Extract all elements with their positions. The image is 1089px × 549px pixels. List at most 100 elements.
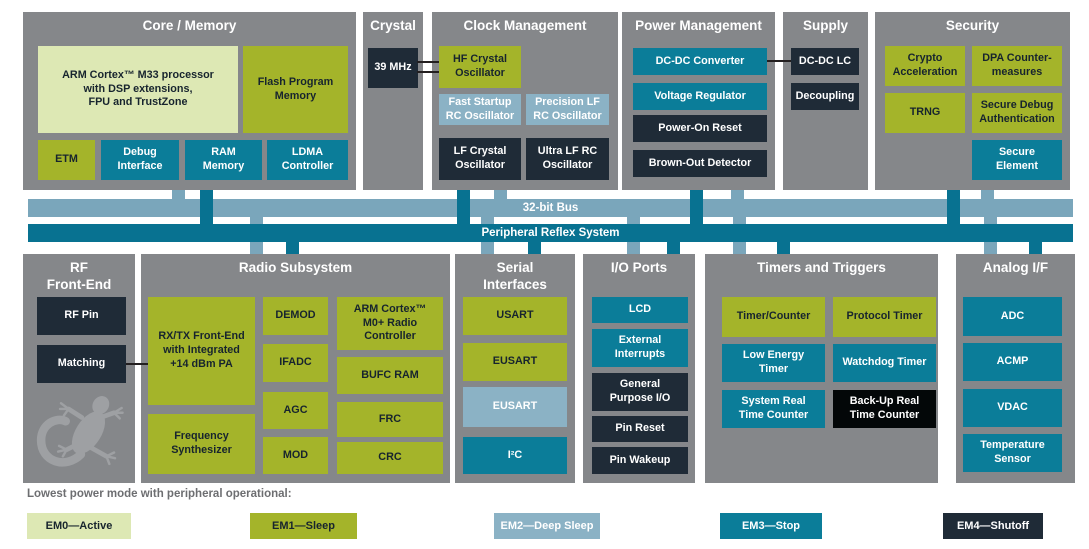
section-radio-subsystem: Radio Subsystem RX/TX Front-End with Int…: [141, 254, 450, 483]
block-label: 39 MHz: [374, 61, 412, 74]
section-supply: Supply DC-DC LC Decoupling: [783, 12, 868, 190]
bus-stub: [457, 190, 470, 235]
block-demod: DEMOD: [263, 297, 328, 335]
block-secure-debug-authentication: Secure Debug Authentication: [972, 93, 1062, 133]
block-label: I²C: [507, 448, 523, 461]
block-matching: Matching: [37, 345, 126, 383]
wire-crystal-hfxo: [417, 71, 439, 73]
section-title: Supply: [802, 18, 848, 33]
block-label: RX/TX Front-End with Integrated +14 dBm …: [158, 330, 245, 370]
block-usart: USART: [463, 297, 567, 335]
block-brown-out-detector: Brown-Out Detector: [633, 150, 767, 177]
bus-stub: [200, 190, 213, 235]
section-crystal: Crystal 39 MHz: [363, 12, 423, 190]
block-dcdc-converter: DC-DC Converter: [633, 48, 767, 75]
block-ldma-controller: LDMA Controller: [267, 140, 348, 180]
section-analog-if: Analog I/F ADC ACMP VDAC Temperature Sen…: [956, 254, 1075, 483]
block-temperature-sensor: Temperature Sensor: [963, 434, 1062, 472]
block-label: DPA Counter- measures: [982, 52, 1052, 78]
legend-chip-em0: EM0—Active: [27, 513, 131, 539]
block-pin-reset: Pin Reset: [592, 416, 688, 442]
block-eusart-em1: EUSART: [463, 343, 567, 381]
legend-chip-em3: EM3—Stop: [720, 513, 822, 539]
block-eusart-em2: EUSART: [463, 387, 567, 427]
legend-chip-label: EM1—Sleep: [272, 520, 335, 532]
block-rxtx-front-end: RX/TX Front-End with Integrated +14 dBm …: [148, 297, 255, 405]
block-label: Watchdog Timer: [842, 356, 927, 369]
bus-32bit-label: 32-bit Bus: [522, 202, 579, 214]
block-label: System Real Time Counter: [738, 395, 809, 421]
block-vdac: VDAC: [963, 389, 1062, 427]
block-label: Fast Startup RC Oscillator: [445, 95, 515, 122]
legend-chip-em2: EM2—Deep Sleep: [494, 513, 600, 539]
block-label: Decoupling: [795, 89, 855, 102]
block-dpa-countermeasures: DPA Counter- measures: [972, 46, 1062, 86]
gecko-logo: [36, 396, 124, 467]
bus-prs-label: Peripheral Reflex System: [481, 227, 620, 239]
block-adc: ADC: [963, 297, 1062, 336]
block-label: HF Crystal Oscillator: [452, 53, 507, 79]
block-decoupling: Decoupling: [791, 83, 859, 110]
block-frequency-synthesizer: Frequency Synthesizer: [148, 414, 255, 474]
section-power-management: Power Management DC-DC Converter Voltage…: [622, 12, 775, 190]
wire-matching-rxtx: [126, 363, 148, 365]
block-fast-startup-rc-oscillator: Fast Startup RC Oscillator: [439, 94, 521, 125]
bus-32bit: 32-bit Bus: [28, 199, 1073, 217]
block-label: FRC: [378, 412, 402, 425]
block-label: MOD: [282, 448, 309, 461]
block-label: Timer/Counter: [736, 310, 811, 323]
block-label: ARM Cortex™ M33 processor with DSP exten…: [62, 68, 214, 109]
block-label: USART: [496, 309, 534, 322]
block-label: DC-DC LC: [798, 54, 852, 67]
block-bufc-ram: BUFC RAM: [337, 357, 443, 394]
legend-chip-em4: EM4—Shutoff: [943, 513, 1043, 539]
block-label: CRC: [378, 451, 402, 464]
section-rf-front-end: RF Front-End RF Pin Matching: [23, 254, 135, 483]
bus-stub: [947, 190, 960, 235]
block-label: ETM: [55, 153, 78, 166]
bus-peripheral-reflex: Peripheral Reflex System: [28, 224, 1073, 242]
block-voltage-regulator: Voltage Regulator: [633, 83, 767, 110]
section-io-ports: I/O Ports LCD External Interrupts Genera…: [583, 254, 695, 483]
block-general-purpose-io: General Purpose I/O: [592, 373, 688, 411]
block-trng: TRNG: [885, 93, 965, 133]
block-rf-pin: RF Pin: [37, 297, 126, 335]
block-label: General Purpose I/O: [609, 378, 671, 404]
block-ifadc: IFADC: [263, 344, 328, 382]
block-secure-element: Secure Element: [972, 140, 1062, 180]
section-title: Crystal: [370, 18, 416, 33]
block-power-on-reset: Power-On Reset: [633, 115, 767, 142]
block-label: EUSART: [492, 400, 538, 413]
block-label: Frequency Synthesizer: [171, 430, 232, 456]
section-timers-and-triggers: Timers and Triggers Timer/Counter Protoc…: [705, 254, 938, 483]
bus-stub: [690, 190, 703, 235]
block-frc: FRC: [337, 402, 443, 437]
block-label: Back-Up Real Time Counter: [849, 395, 920, 421]
block-label: Voltage Regulator: [654, 89, 746, 102]
legend-chip-label: EM4—Shutoff: [956, 520, 1030, 532]
section-title: I/O Ports: [610, 260, 668, 275]
block-arm-cortex-m33: ARM Cortex™ M33 processor with DSP exten…: [38, 46, 238, 133]
legend-chip-em1: EM1—Sleep: [250, 513, 357, 539]
block-backup-real-time-counter: Back-Up Real Time Counter: [833, 390, 936, 428]
block-label: Low Energy Timer: [742, 349, 805, 375]
block-label: Crypto Acceleration: [892, 52, 958, 78]
block-label: TRNG: [909, 106, 941, 119]
block-label: Secure Element: [995, 146, 1038, 172]
block-label: Protocol Timer: [846, 310, 923, 323]
block-label: Temperature Sensor: [980, 439, 1045, 465]
block-label: External Interrupts: [614, 334, 666, 360]
section-title: Clock Management: [463, 18, 587, 33]
block-dcdc-lc: DC-DC LC: [791, 48, 859, 75]
block-precision-lf-rc-oscillator: Precision LF RC Oscillator: [526, 94, 609, 125]
wire-crystal-hfxo: [417, 61, 439, 63]
block-label: ACMP: [996, 355, 1029, 368]
block-label: DC-DC Converter: [655, 54, 745, 67]
wire-dcdc-lc: [767, 60, 791, 62]
block-i2c: I²C: [463, 437, 567, 474]
section-title: Radio Subsystem: [238, 260, 353, 275]
block-label: AGC: [283, 403, 308, 416]
block-protocol-timer: Protocol Timer: [833, 297, 936, 337]
block-lf-crystal-oscillator: LF Crystal Oscillator: [439, 138, 521, 180]
block-lcd: LCD: [592, 297, 688, 323]
